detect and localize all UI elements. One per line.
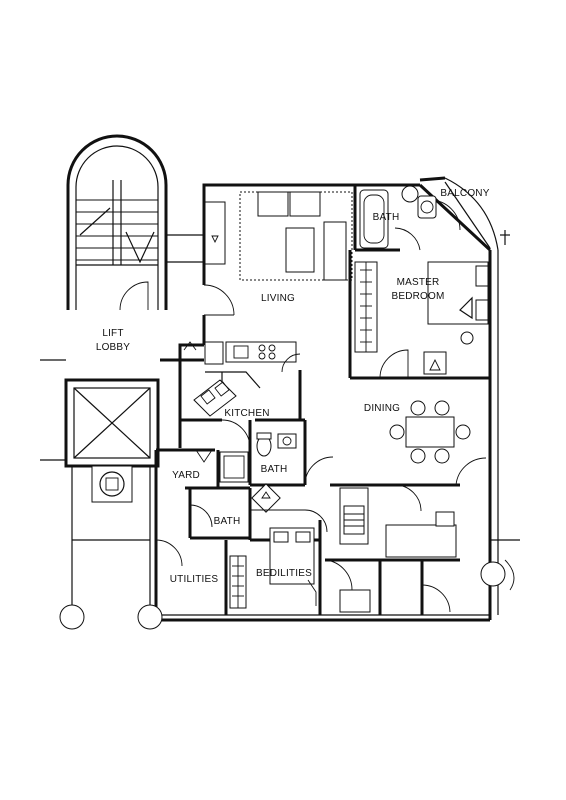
yard-bath (188, 483, 305, 540)
lower-right-bedrooms (325, 457, 487, 615)
dining-set (304, 400, 471, 486)
label-yard: YARD (172, 470, 200, 481)
label-balcony: BALCONY (440, 188, 490, 199)
label-master-bath: BATH (372, 212, 400, 223)
utilities-room (155, 539, 247, 615)
label-dining: DINING (363, 403, 401, 414)
misc-details (183, 230, 510, 351)
label-bedilities: BEDILITIES (256, 568, 312, 579)
label-kitchen-bath: BATH (260, 464, 288, 475)
label-kitchen: KITCHEN (224, 408, 270, 419)
structural-columns (59, 466, 520, 630)
label-yard-bath: BATH (213, 516, 241, 527)
master-bedroom (348, 250, 490, 380)
lift-shaft (40, 359, 160, 503)
corridor (166, 234, 204, 263)
label-master-bedroom-2: BEDROOM (391, 291, 445, 302)
yard (185, 449, 250, 490)
bedroom-bottom (250, 509, 328, 615)
kitchen (180, 341, 305, 422)
staircase (66, 134, 168, 311)
label-lift-lobby-2: LOBBY (95, 342, 131, 353)
label-utilities: UTILITIES (169, 574, 219, 585)
master-bath (353, 185, 437, 252)
living-room (203, 191, 353, 316)
label-master-bedroom-1: MASTER (396, 277, 440, 288)
label-living: LIVING (261, 293, 295, 304)
label-lift-lobby-1: LIFT (102, 328, 124, 339)
kitchen-bath (221, 419, 307, 487)
unit-walls (154, 176, 499, 622)
